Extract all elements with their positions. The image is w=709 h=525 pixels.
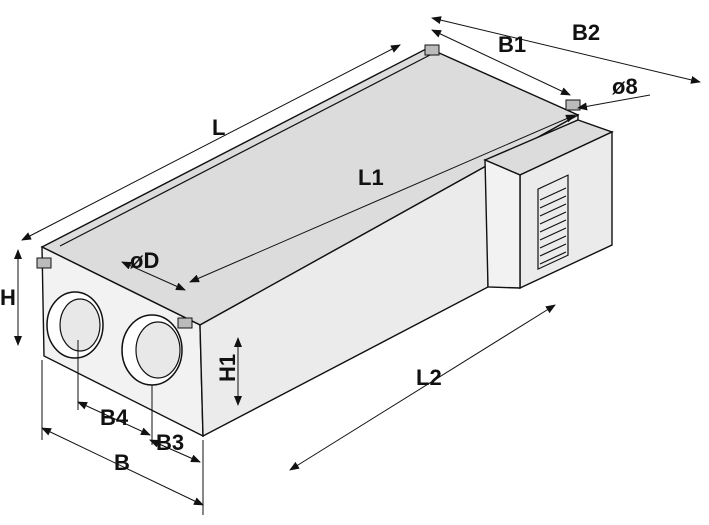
label-L: L: [212, 115, 225, 140]
label-B4: B4: [100, 405, 129, 430]
label-H: H: [0, 285, 16, 310]
label-B3: B3: [156, 430, 184, 455]
label-B1: B1: [498, 32, 526, 57]
label-duct-diameter: øD: [130, 248, 159, 273]
label-H1: H1: [215, 354, 240, 382]
dimension-lines: [14, 16, 701, 515]
label-B: B: [114, 450, 130, 475]
label-B2: B2: [572, 20, 600, 45]
duct-spigot-left: [46, 291, 104, 359]
label-L2: L2: [416, 365, 442, 390]
label-bolt-diameter: ø8: [612, 74, 638, 99]
duct-spigot-right: [121, 314, 183, 386]
label-L1: L1: [358, 165, 384, 190]
